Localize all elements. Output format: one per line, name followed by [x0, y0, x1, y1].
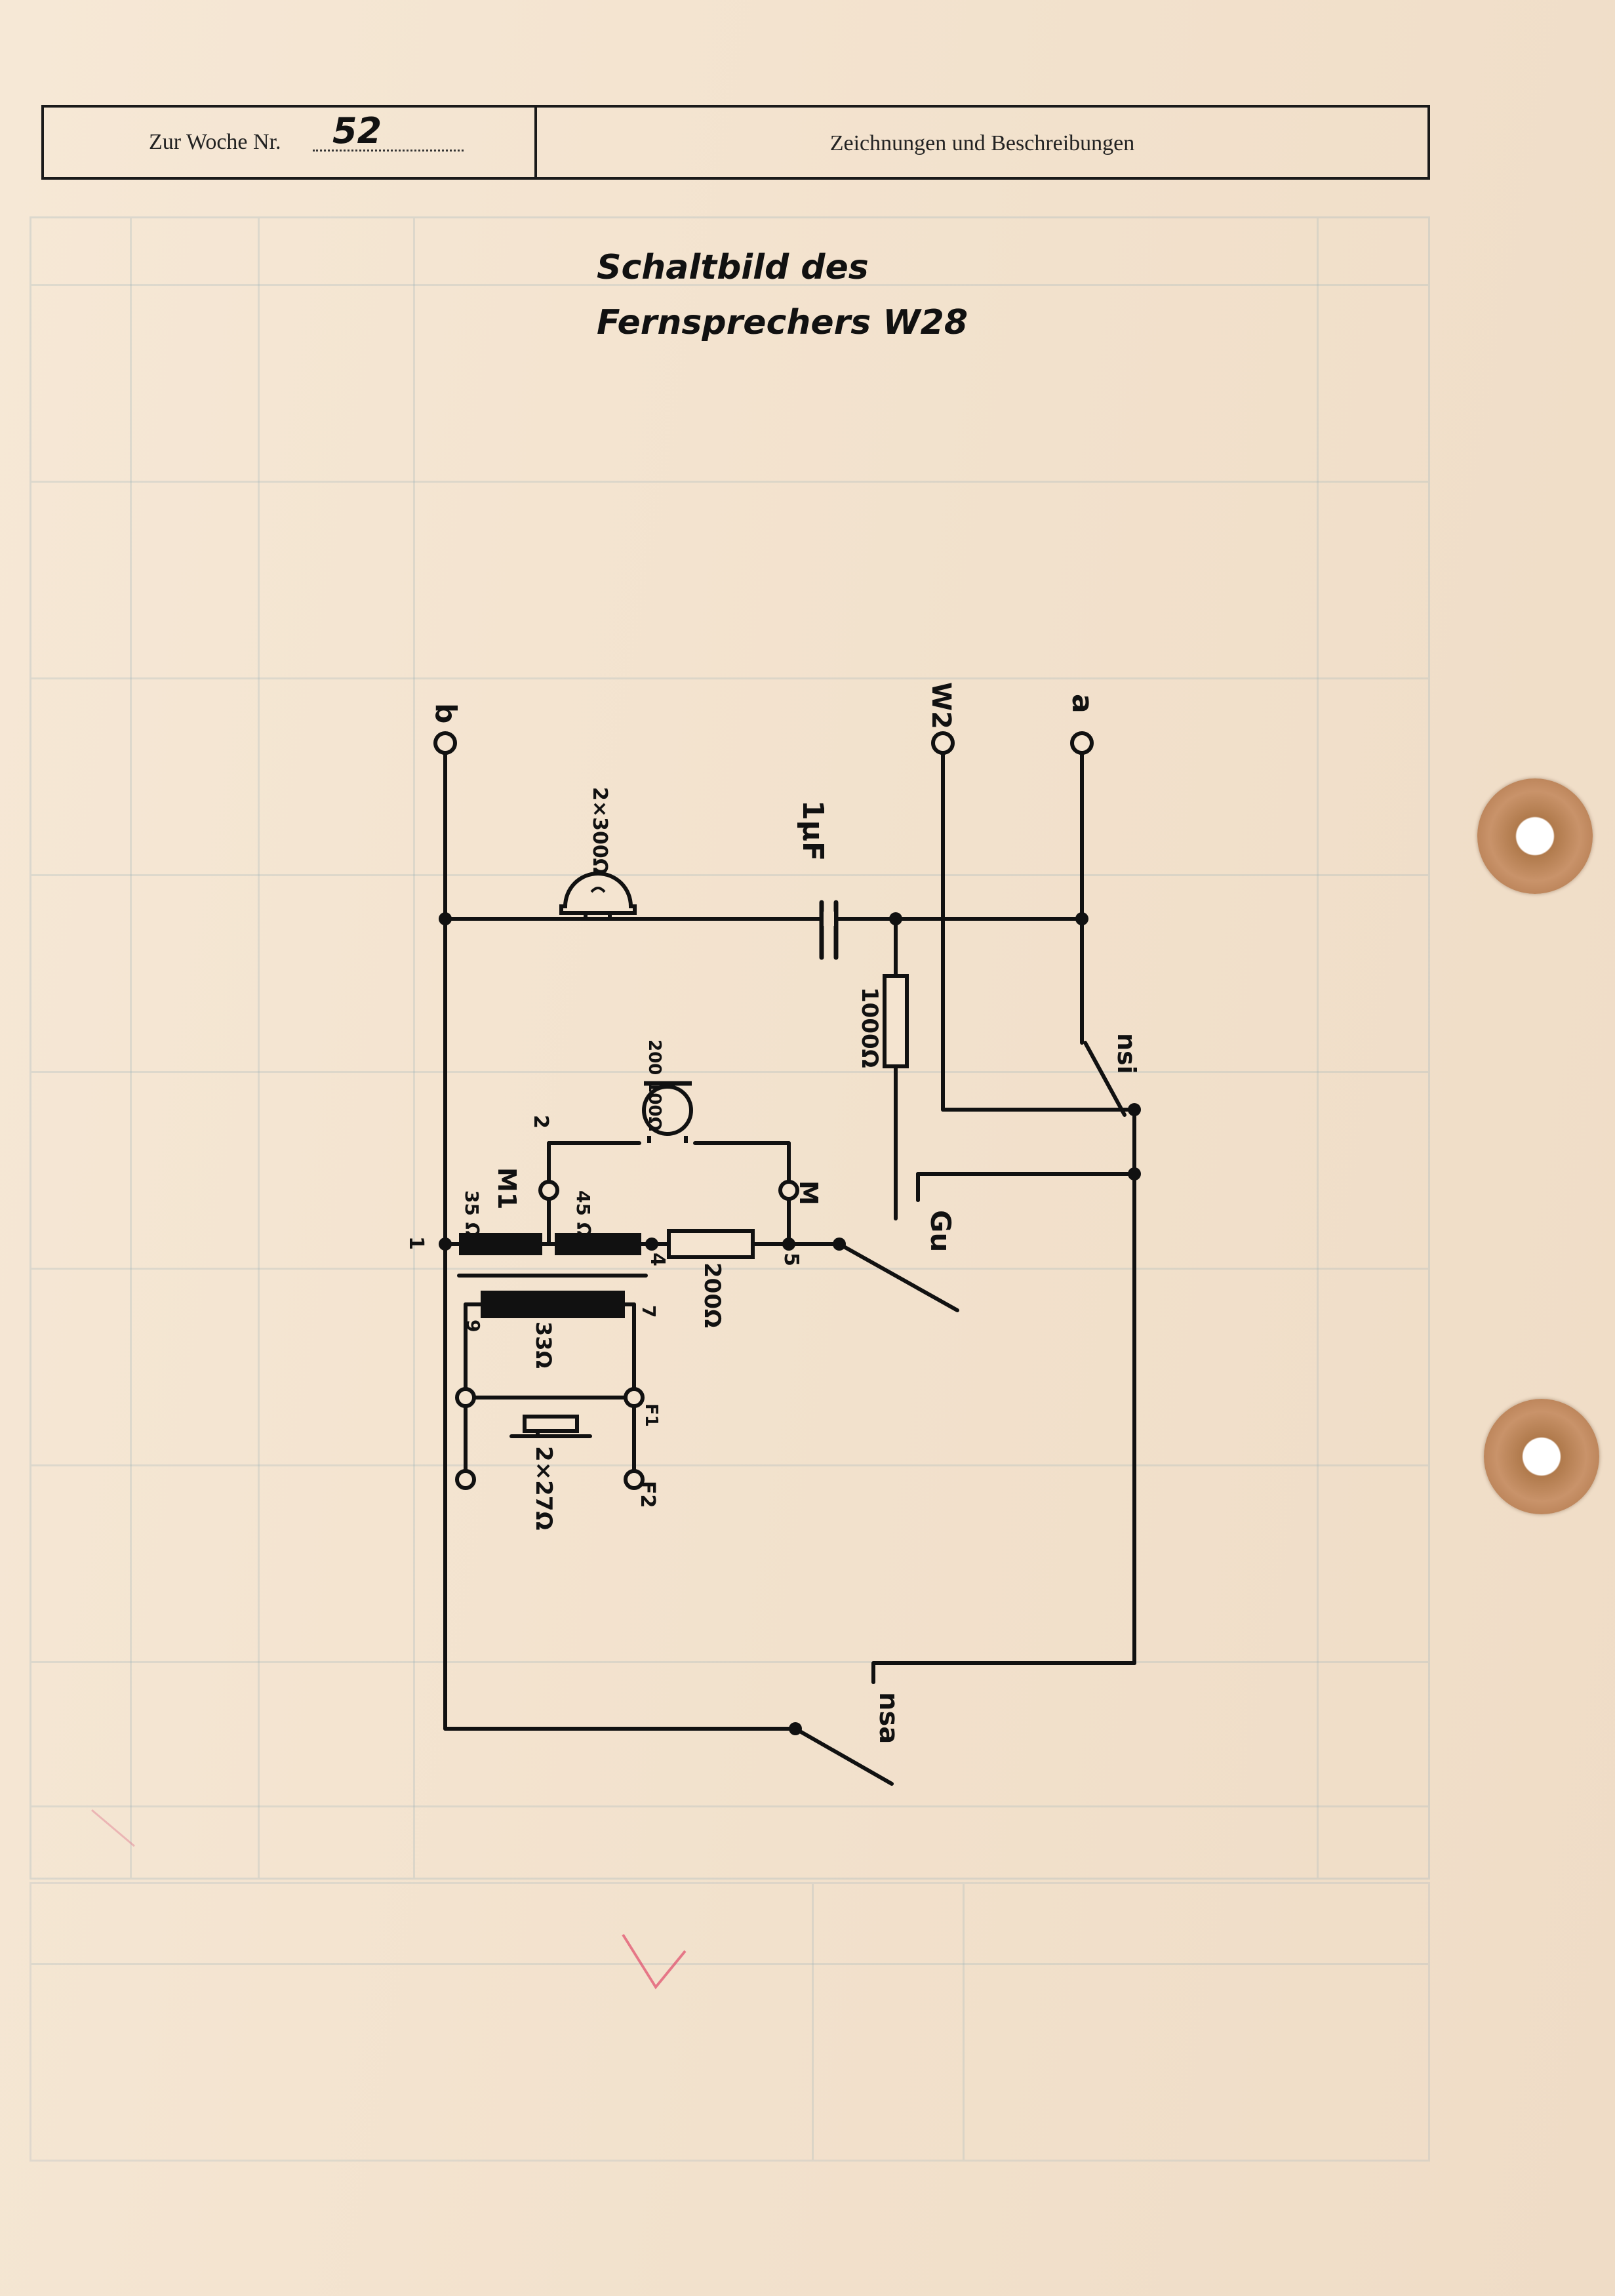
coil-45-ohm: [555, 1233, 641, 1255]
label-gu: Gu: [925, 1210, 957, 1252]
label-terminal-a: a: [1066, 694, 1099, 714]
microphone-icon: [642, 1085, 693, 1136]
label-node-9: 9: [462, 1319, 484, 1332]
section-cell: Zeichnungen und Beschreibungen: [537, 108, 1427, 177]
header-box: Zur Woche Nr. 52 Zeichnungen und Beschre…: [41, 105, 1430, 180]
section-label: Zeichnungen und Beschreibungen: [829, 131, 1135, 155]
receiver-icon: [523, 1415, 579, 1433]
bleed-through-footer-grid: [30, 1882, 1430, 2162]
terminal-a: [1070, 731, 1094, 755]
label-node-5: 5: [780, 1253, 803, 1266]
label-resistor-200: 200Ω: [699, 1262, 725, 1328]
terminal-b: [433, 731, 457, 755]
label-f1: F1: [641, 1403, 661, 1427]
pencil-check-mark: [622, 1933, 687, 1990]
label-capacitor: 1μF: [796, 800, 829, 861]
label-switch-nsa: nsa: [873, 1692, 904, 1744]
coil-33-ohm: [481, 1291, 625, 1318]
label-node-2: 2: [529, 1115, 552, 1129]
label-microphone: 200 100Ω: [645, 1039, 664, 1131]
label-terminal-b: b: [429, 703, 462, 724]
label-receiver: 2×27Ω: [530, 1446, 557, 1530]
terminal-m1: [538, 1180, 559, 1201]
week-cell: Zur Woche Nr. 52: [44, 108, 537, 177]
label-node-1: 1: [405, 1236, 428, 1250]
resistor-1000: [883, 974, 909, 1068]
gu-switch-blade: [837, 1242, 959, 1312]
week-dotted-line: [313, 150, 464, 151]
resistor-200: [667, 1229, 755, 1259]
nsa-switch-blade: [793, 1727, 894, 1786]
terminal-f2: [624, 1469, 645, 1490]
terminal-f1: [624, 1387, 645, 1408]
label-switch-nsi: nsi: [1112, 1033, 1141, 1074]
label-resistor-1000: 1000Ω: [856, 987, 883, 1068]
bleed-through-grid: [30, 216, 1430, 1880]
label-coil-33: 33Ω: [531, 1321, 556, 1369]
punch-hole-eyelet-bottom: [1484, 1399, 1599, 1514]
label-m1: M1: [492, 1167, 521, 1209]
label-m: M: [794, 1180, 823, 1205]
label-terminal-w2: W2: [926, 682, 956, 729]
label-node-4: 4: [646, 1253, 669, 1266]
ringer-bell-icon: [559, 872, 637, 915]
punch-hole-eyelet-top: [1477, 778, 1593, 894]
nsi-switch-blade: [1083, 1041, 1127, 1117]
label-f2: F2: [636, 1481, 659, 1508]
week-number: 52: [332, 110, 382, 151]
label-coil-45: 45 Ω: [572, 1190, 594, 1238]
week-label: Zur Woche Nr.: [149, 130, 281, 154]
label-coil-35: 35 Ω: [461, 1190, 483, 1238]
terminal-w2: [931, 731, 955, 755]
label-ringer: 2×300Ω: [588, 787, 611, 875]
coil-35-ohm: [459, 1233, 542, 1255]
title-line-1: Schaltbild des: [597, 248, 869, 287]
title-line-2: Fernsprechers W28: [597, 303, 968, 342]
label-node-7: 7: [638, 1305, 660, 1318]
terminal-m: [778, 1180, 799, 1201]
